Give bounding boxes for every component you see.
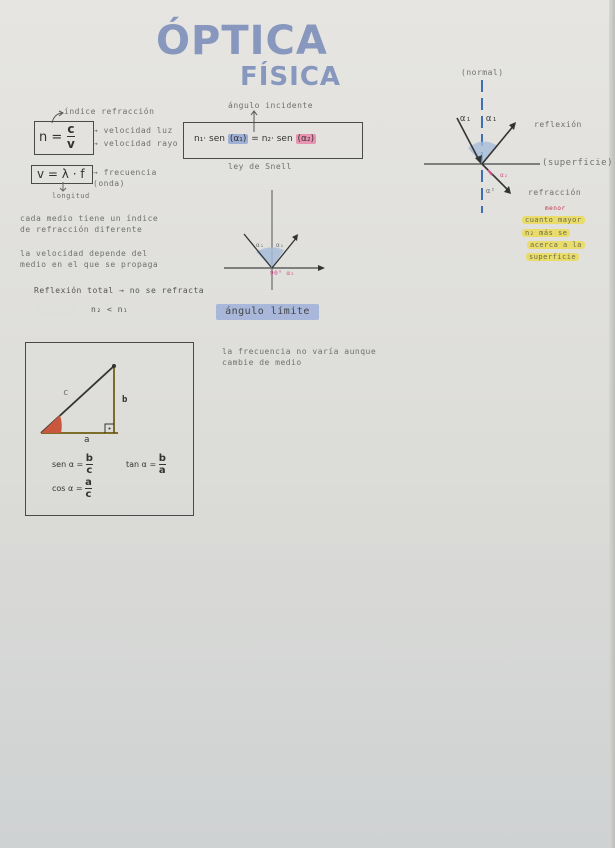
label-angulo-incidente: ángulo incidente	[228, 101, 314, 110]
label-alpha-bottom: α²	[486, 187, 496, 195]
refraction-diagram	[424, 80, 540, 213]
limit-angle-tag: ángulo límite	[216, 304, 319, 320]
note-condition: n₂ < n₁	[91, 305, 129, 314]
arrow-down-icon	[59, 182, 67, 192]
formula-n: n =	[39, 130, 63, 145]
label-velocidad-luz: → velocidad luz	[93, 126, 173, 135]
label-reflexion: reflexión	[534, 120, 582, 129]
label-frecuencia: → frecuencia (onda)	[93, 168, 157, 188]
denominator-v: v	[67, 137, 75, 151]
label-alpha1-left: α₁	[460, 114, 472, 124]
side-note-line3: n₂ más se	[522, 229, 571, 237]
side-note-menor: menor	[545, 205, 566, 212]
side-note-line2: cuanto mayor	[522, 216, 585, 224]
side-label-a: a	[84, 435, 90, 445]
label-limit-alpha-bottom: 90° α₂	[270, 270, 295, 277]
wave-equation-box: v = λ · f	[31, 165, 93, 184]
side-note-line5: superficie	[526, 253, 580, 261]
title-optica: ÓPTICA	[156, 18, 328, 64]
label-velocidad-rayo: → velocidad rayo	[93, 139, 179, 148]
note-reflexion-total: Reflexión total → no se refracta	[34, 286, 205, 295]
fraction-c-over-v: c v	[67, 122, 75, 151]
title-fisica: FÍSICA	[240, 62, 342, 92]
label-refraccion: refracción	[528, 188, 582, 197]
page-edge	[609, 0, 615, 848]
label-alpha1-right: α₁	[486, 114, 498, 124]
label-indice-refraccion: índice refracción	[64, 107, 155, 116]
alpha1-highlight: (α₁)	[227, 134, 249, 144]
alpha2-highlight: (α₂)	[295, 134, 317, 144]
label-longitud: longitud	[52, 192, 90, 200]
side-label-b: b	[122, 395, 128, 405]
numerator-c: c	[67, 122, 75, 136]
label-normal: (normal)	[461, 68, 504, 77]
snell-formula: n₁· sen (α₁) = n₂· sen (α₂)	[194, 134, 317, 144]
snell-law-box: n₁· sen (α₁) = n₂· sen (α₂)	[183, 122, 363, 159]
label-alpha2: α₂	[500, 172, 509, 179]
side-note-line4: acerca a la	[527, 241, 585, 249]
right-triangle	[40, 364, 118, 434]
label-ley-snell: ley de Snell	[228, 162, 292, 171]
side-label-c: c	[63, 388, 69, 398]
label-limit-alpha-right: α₁	[276, 242, 285, 249]
refraction-index-box: n = c v	[34, 121, 94, 155]
eraser-mark	[36, 305, 76, 317]
label-superficie: (superficie)	[542, 158, 614, 168]
formula-v-lambda-f: v = λ · f	[37, 167, 85, 181]
limit-angle-diagram	[224, 190, 325, 290]
label-limit-alpha-left: α₁	[256, 242, 265, 249]
